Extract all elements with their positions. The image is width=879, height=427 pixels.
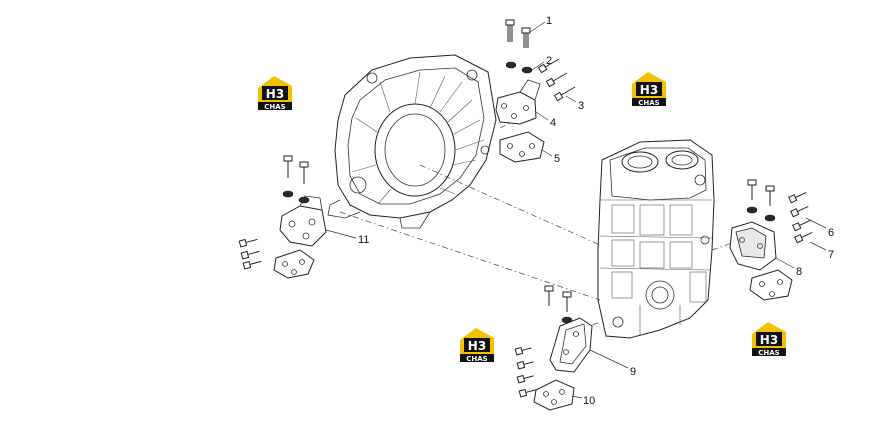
svg-text:H3: H3	[468, 339, 486, 353]
bracket-item-4	[495, 79, 541, 125]
bolts-item-11-side	[238, 238, 262, 270]
leader-lines	[325, 21, 827, 399]
watermark-logo-bottom-right: H3 CHAS	[752, 322, 786, 357]
svg-text:CHAS: CHAS	[466, 355, 487, 363]
bolt-item-1	[505, 19, 531, 48]
svg-text:CHAS: CHAS	[638, 99, 659, 107]
plate-item-8	[749, 269, 793, 301]
bracket-item-9	[549, 317, 593, 373]
callout-numbers: 1 2 3 4 5 6 7 8 9 10 11	[358, 15, 834, 407]
washer-item-2	[505, 61, 533, 74]
watermark-logo-top-left: H3 CHAS	[258, 76, 292, 111]
plate-item-5	[499, 131, 545, 163]
callout-11: 11	[358, 234, 369, 246]
flywheel-housing	[327, 54, 497, 229]
callout-8: 8	[796, 266, 802, 278]
callout-7: 7	[828, 249, 834, 261]
svg-text:H3: H3	[266, 87, 284, 101]
callout-4: 4	[550, 117, 556, 129]
bolts-item-9-top	[544, 285, 573, 324]
watermark-logo-top-right: H3 CHAS	[632, 72, 666, 107]
plate-item-10	[533, 379, 575, 411]
bolt-item-6	[746, 179, 776, 222]
callout-3: 3	[578, 100, 584, 112]
svg-text:H3: H3	[760, 333, 778, 347]
watermark-logo-bottom-center: H3 CHAS	[460, 328, 494, 363]
plate-item-11	[273, 249, 315, 279]
callout-9: 9	[630, 366, 636, 378]
bolts-item-7	[788, 191, 813, 244]
svg-text:CHAS: CHAS	[264, 103, 285, 111]
svg-text:H3: H3	[640, 83, 658, 97]
bolt-item-3	[537, 58, 576, 102]
callout-10: 10	[583, 395, 595, 407]
bracket-item-8	[729, 221, 777, 271]
bolts-item-10	[514, 346, 536, 398]
callout-2: 2	[546, 55, 552, 67]
engine-block	[597, 139, 715, 339]
bolt-item-11-top	[282, 155, 310, 204]
callout-1: 1	[546, 15, 552, 27]
callout-6: 6	[828, 227, 834, 239]
callout-5: 5	[554, 153, 560, 165]
bracket-item-11	[279, 195, 327, 247]
svg-text:CHAS: CHAS	[758, 349, 779, 357]
